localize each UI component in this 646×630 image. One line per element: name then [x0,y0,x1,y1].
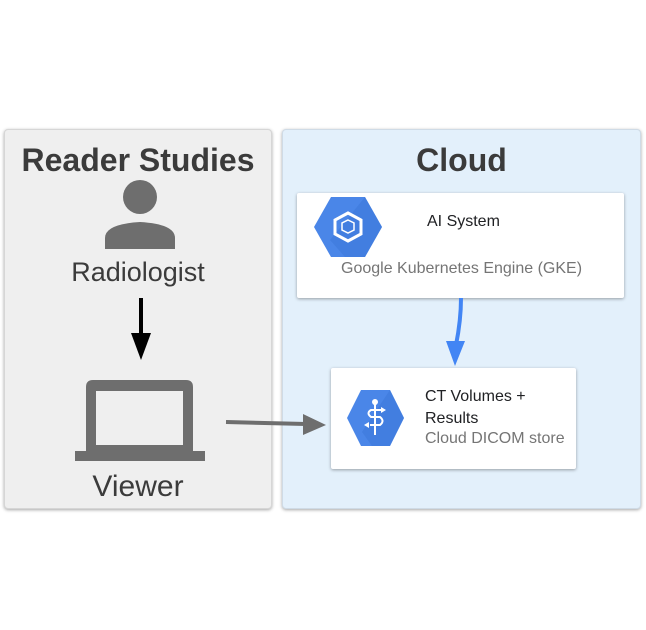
dicom-store-title: CT Volumes + Results [425,388,526,427]
reader-studies-panel: Reader Studies Radiologist Viewer [4,129,272,509]
ai-system-title: AI System [427,213,500,230]
ai-system-card: AI System Google Kubernetes Engine (GKE) [297,193,624,298]
ai-system-subtitle: Google Kubernetes Engine (GKE) [341,260,583,277]
viewer-label: Viewer [92,470,184,503]
dicom-store-subtitle: Cloud DICOM store [425,430,565,447]
cloud-title: Cloud [416,142,507,178]
radiologist-label: Radiologist [71,257,205,287]
reader-studies-title: Reader Studies [21,142,255,178]
dicom-store-card: CT Volumes + Results Cloud DICOM store [331,368,576,469]
